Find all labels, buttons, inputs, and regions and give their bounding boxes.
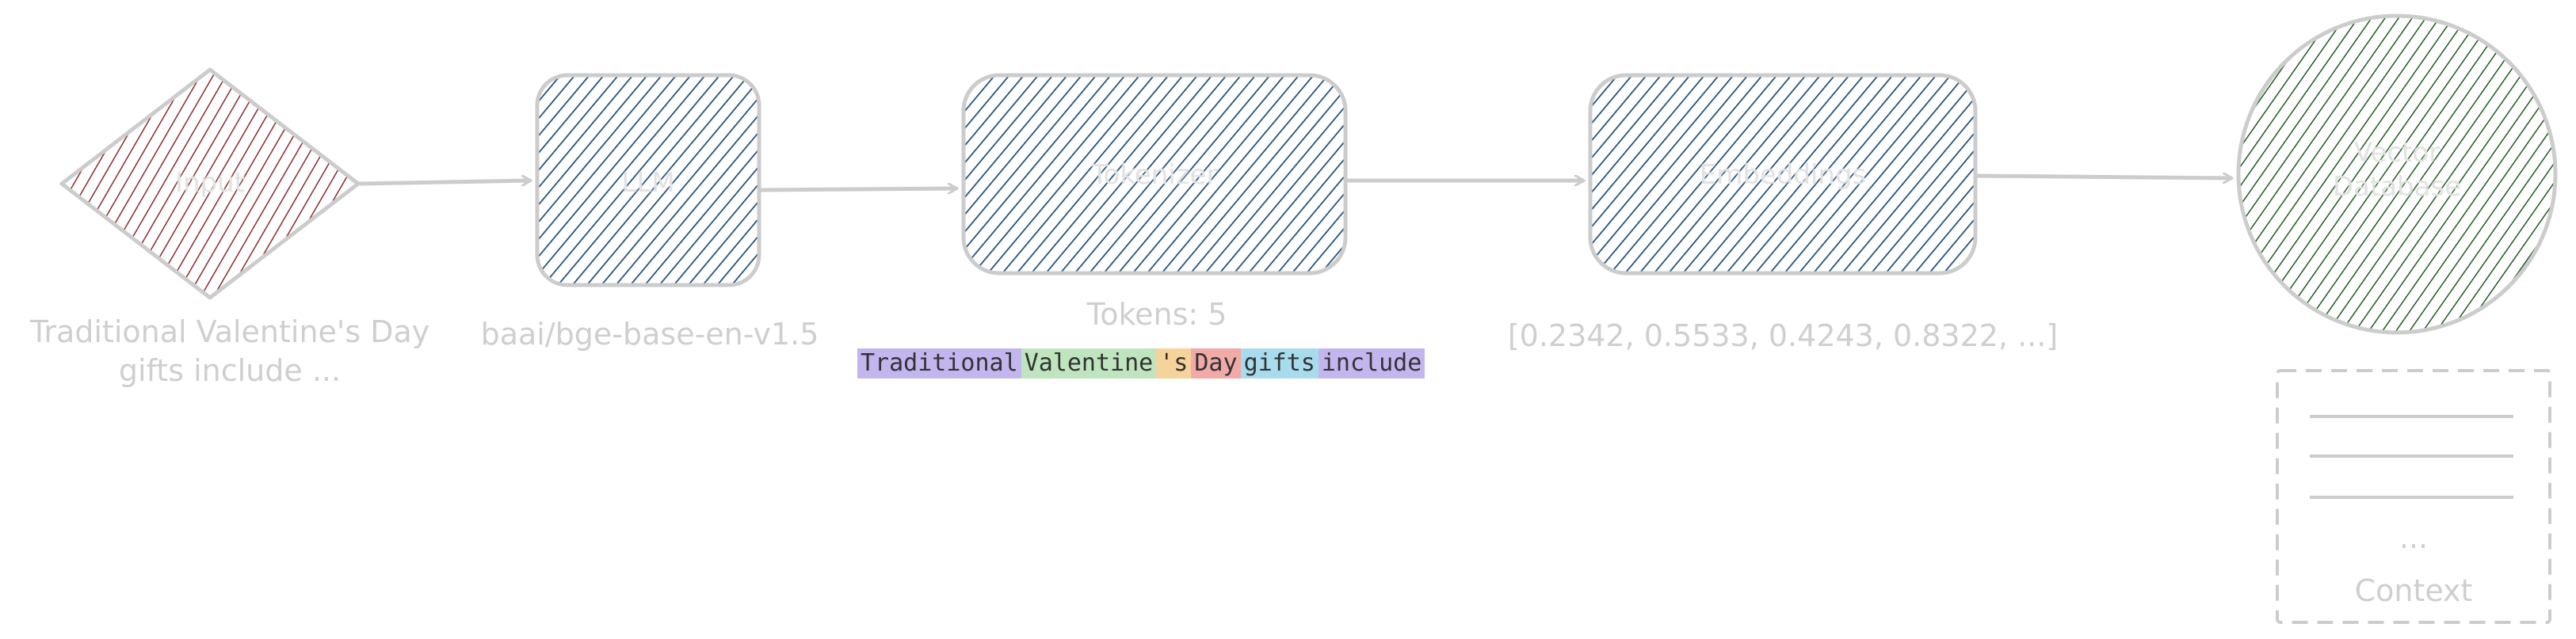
token-chip: 's — [1156, 348, 1192, 378]
token-chip: Valentine — [1021, 348, 1157, 378]
context-ellipsis: ... — [2399, 520, 2429, 555]
embeddings-node-label: Embeddings — [1699, 159, 1867, 191]
vector-database-node — [2236, 13, 2558, 335]
context-label: Context — [2354, 573, 2473, 608]
llm-node-label: LLM — [621, 167, 675, 199]
model-caption: baai/bge-base-en-v1.5 — [480, 317, 819, 352]
embeddings-node — [1588, 73, 1978, 276]
arrow-embeddings-to-vector-database — [1975, 176, 2232, 178]
input-node-label: Input — [174, 167, 246, 199]
token-chip: Day — [1191, 348, 1241, 378]
vector-database-label-line-1: Vector — [2353, 137, 2441, 169]
tokenizer-node-label: Tokenizer — [1091, 159, 1218, 191]
arrow-input-to-llm — [357, 181, 531, 184]
llm-node — [535, 73, 761, 287]
vector-database-label-line-2: Database — [2332, 170, 2462, 203]
vector-database-node-label: Vector Database — [2302, 136, 2492, 203]
input-caption-line-1: Traditional Valentine's Day — [29, 314, 430, 349]
context-document — [2276, 369, 2551, 624]
input-caption: Traditional Valentine's Day gifts includ… — [0, 313, 460, 391]
arrow-llm-to-tokenizer — [758, 188, 957, 190]
token-chip: include — [1318, 348, 1425, 378]
token-chip: gifts — [1240, 348, 1319, 378]
token-chip: Traditional — [857, 348, 1021, 378]
embedding-vector-caption: [0.2342, 0.5533, 0.4243, 0.8322, ...] — [1507, 318, 2059, 353]
input-caption-line-2: gifts include ... — [118, 353, 342, 389]
tokenizer-node — [961, 73, 1348, 276]
token-count-caption: Tokens: 5 — [1086, 297, 1227, 332]
input-node — [59, 67, 361, 300]
